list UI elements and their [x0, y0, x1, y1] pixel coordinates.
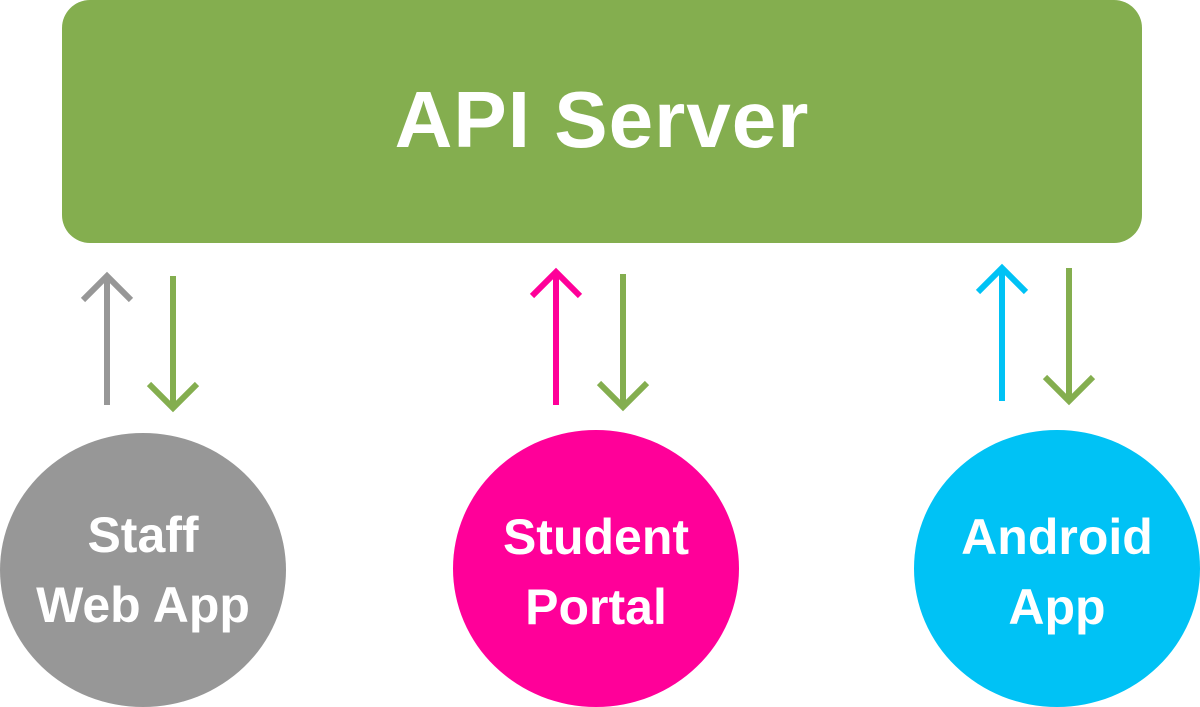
client-student-line-2: Portal	[525, 578, 667, 635]
request-arrow-staff	[80, 271, 134, 405]
client-android-line-2: App	[1008, 578, 1106, 635]
api-server-box: API Server	[62, 0, 1142, 243]
response-arrow-staff	[146, 276, 200, 413]
client-android-app: Android App	[914, 430, 1200, 707]
api-server-title: API Server	[394, 74, 810, 164]
request-arrow-student	[529, 267, 583, 405]
response-arrow-android	[1042, 268, 1096, 406]
client-staff-line-1: Staff	[87, 507, 199, 563]
response-arrow-student	[596, 274, 650, 412]
client-student-line-1: Student	[502, 508, 690, 565]
client-staff-line-2: Web App	[36, 577, 250, 633]
request-arrow-android	[975, 263, 1029, 401]
client-staff-web-app: Staff Web App	[0, 433, 286, 707]
client-student-portal: Student Portal	[453, 430, 739, 707]
client-android-line-1: Android	[961, 508, 1153, 565]
